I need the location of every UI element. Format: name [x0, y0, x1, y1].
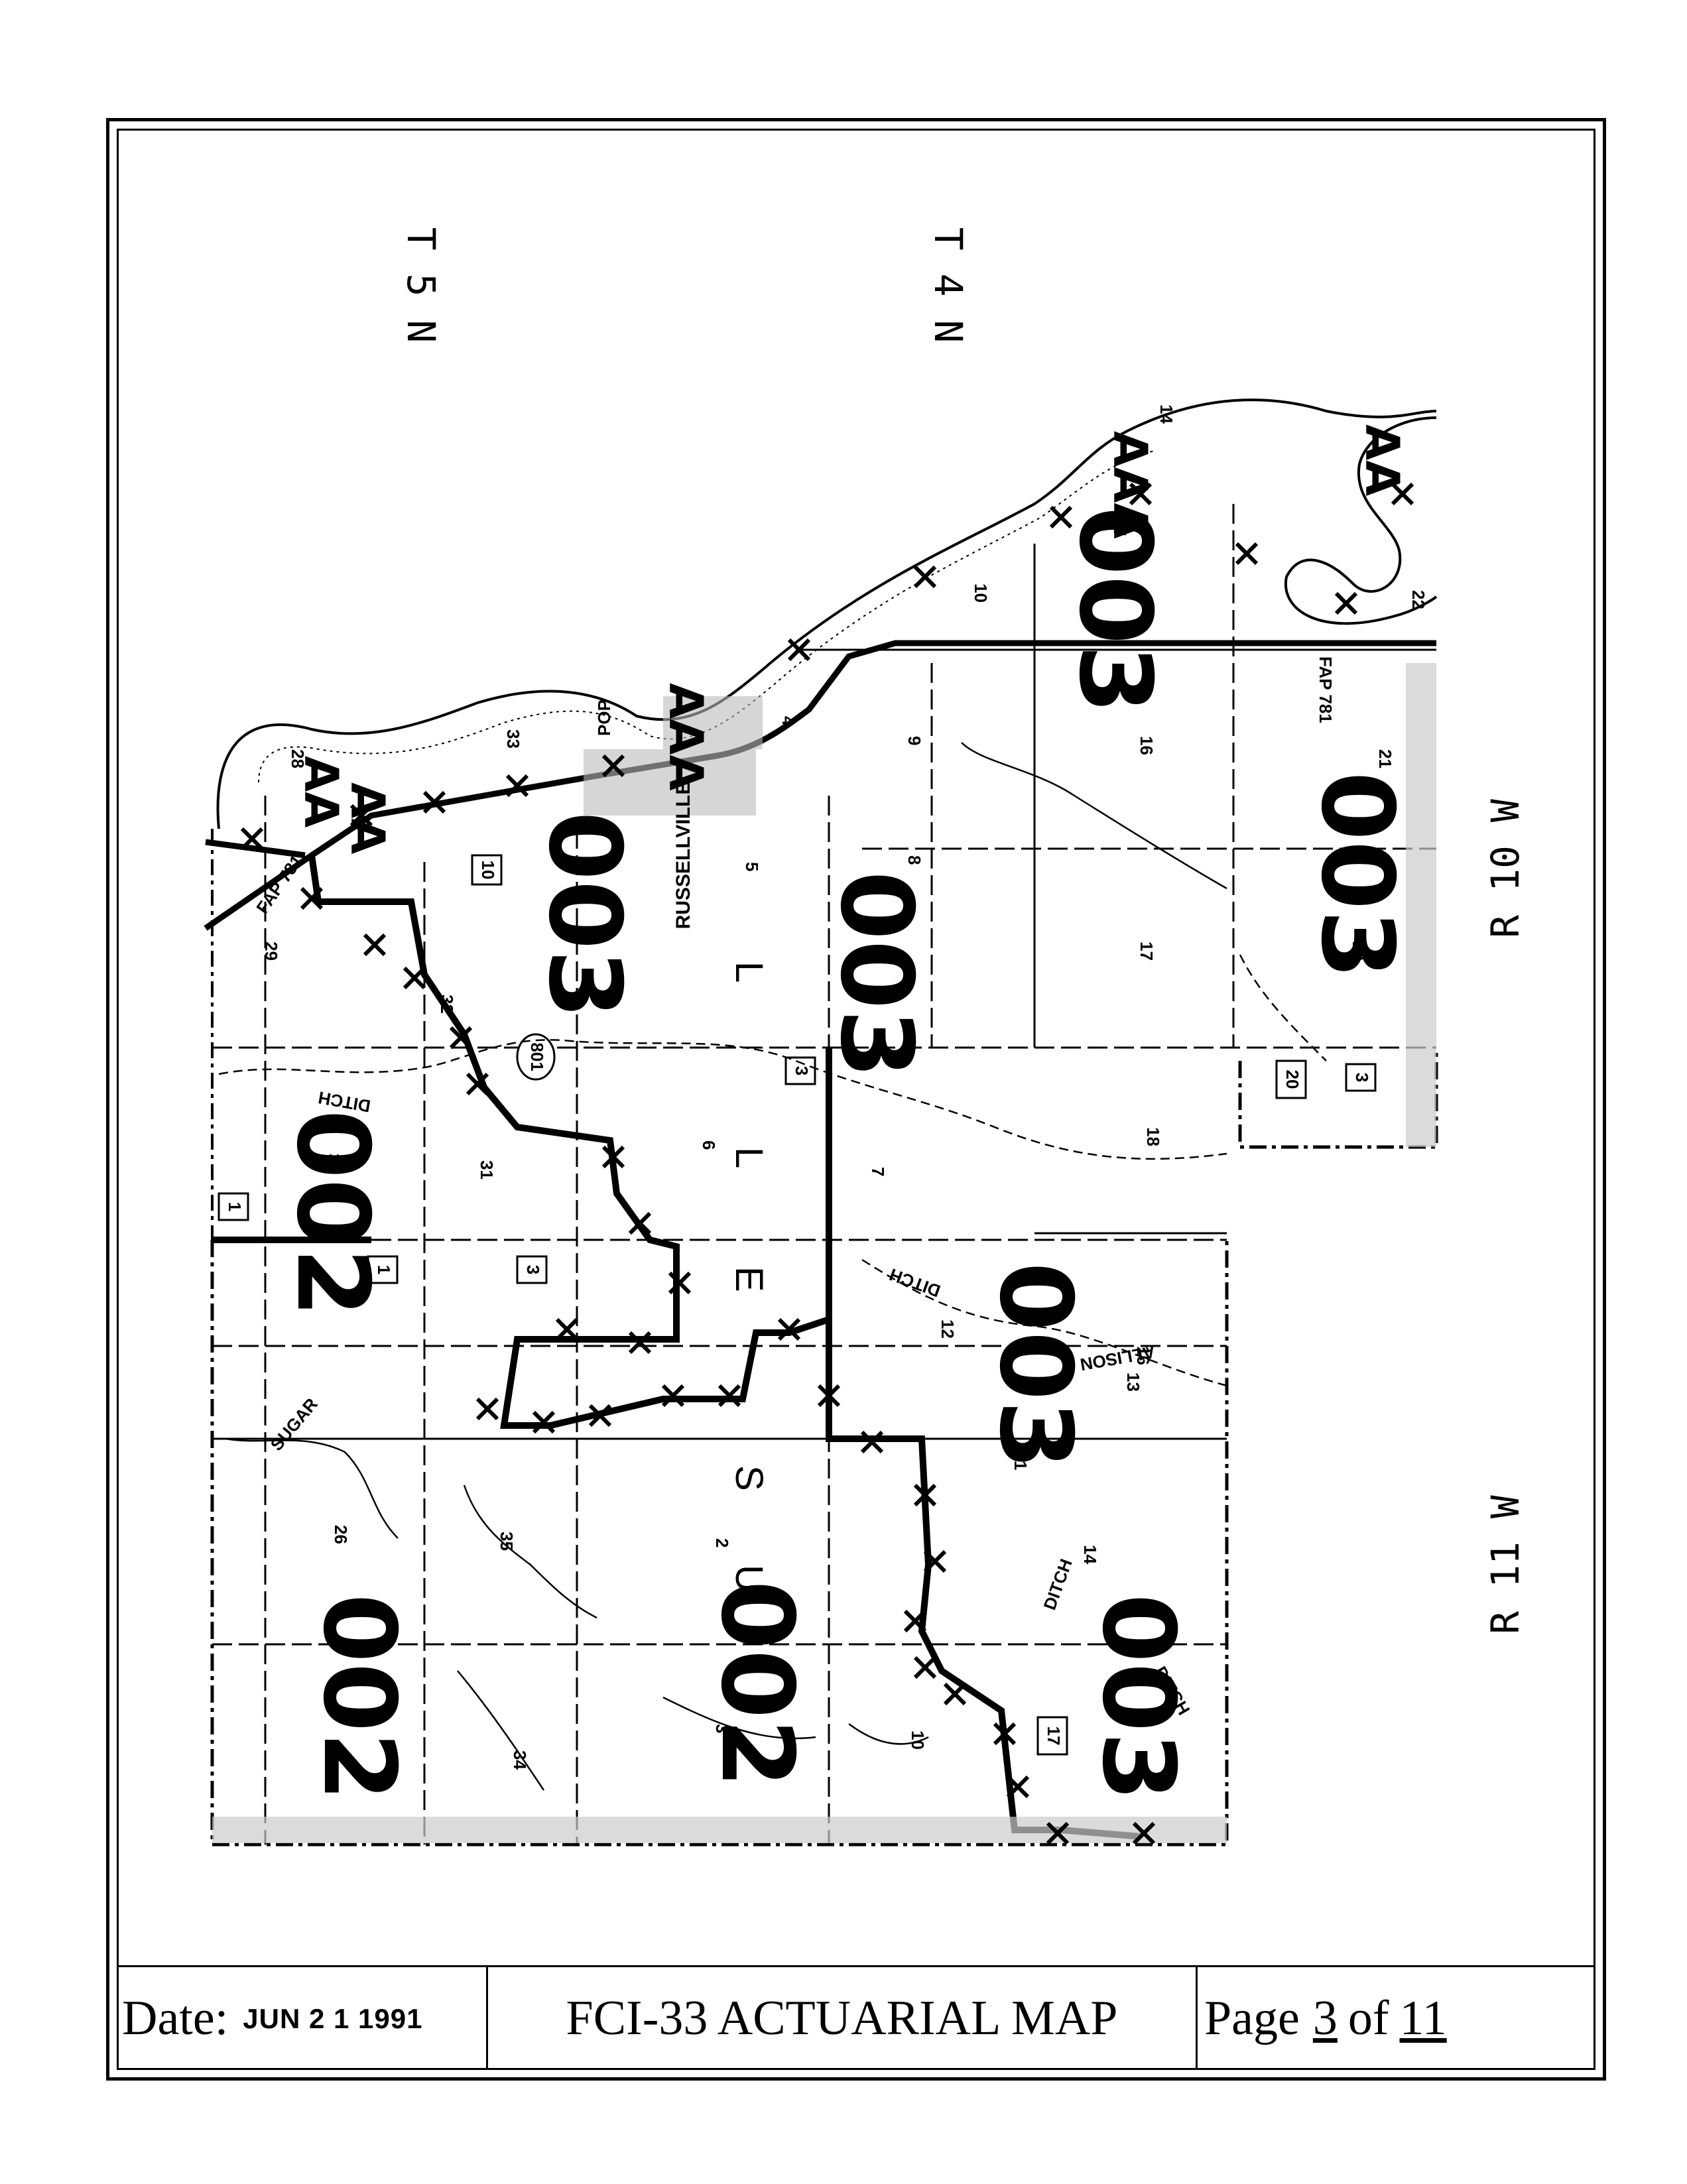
map-title: FCI-33 ACTUARIAL MAP [488, 1967, 1198, 2070]
county-letter-4: S [727, 1465, 771, 1491]
range-label-lower: R 11 W [1483, 1495, 1528, 1634]
zone-label-6: 003 [818, 871, 934, 1078]
route-shield-5: 10 [478, 861, 498, 880]
date-cell: Date: JUN 2 1 1991 [117, 1967, 488, 2070]
zone-label-2: 002 [301, 1593, 416, 1801]
river-bank-north [216, 398, 1437, 829]
outer-frame [106, 118, 1606, 2081]
page-number: 3 [1312, 1991, 1338, 2045]
section-num-12: 14 [1156, 404, 1176, 424]
road-label-fap-781-east: FAP 781 [1316, 656, 1336, 723]
crossing-marks [240, 482, 1414, 1845]
section-num-15: 20 [1349, 941, 1369, 961]
south-border-shading [212, 1817, 1227, 1843]
section-num-4: 4 [779, 716, 798, 726]
road-label-pop: POP [594, 699, 614, 736]
page-indicator: Page 3 of 11 [1198, 1967, 1595, 2070]
section-num-22: 26 [331, 1525, 351, 1544]
section-num-26: 12 [938, 1319, 958, 1339]
county-letter-3: E [727, 1266, 771, 1292]
route-shield-8: 17 [1044, 1727, 1064, 1746]
zone-label-10: 003 [1080, 1593, 1196, 1801]
east-border-shading [1406, 663, 1436, 1147]
place-name-russellville: RUSSELLVILLE [672, 782, 694, 930]
route-shield-1: 1 [225, 1202, 245, 1211]
stage-mark-5: AA [1355, 424, 1409, 496]
stage-marks: AA AA AAA AAA AA [294, 424, 1409, 854]
section-num-21: 32 [437, 995, 457, 1014]
zone-label-3: 002 [699, 1580, 814, 1788]
route-shield-4: 3 [792, 1066, 812, 1075]
section-num-13: 22 [1408, 590, 1428, 609]
section-num-2: 28 [288, 749, 308, 768]
zone-label-8: 003 [1299, 771, 1414, 979]
road-label-ditch-2: DITCH [887, 1264, 943, 1301]
section-num-20: 18 [1143, 1127, 1163, 1146]
section-num-9: 9 [905, 736, 924, 745]
road-label-ditch-3: DITCH [1039, 1556, 1076, 1612]
zone-numbers: 002 002 002 002 003 003 003 003 003 003 … [275, 506, 1414, 1801]
section-num-16: 30 [324, 1154, 344, 1173]
county-letter-5: U [727, 1565, 771, 1593]
county-letter-1: L [727, 961, 771, 983]
page-of-label: of [1347, 1991, 1389, 2045]
route-shield-9: 801 [527, 1042, 547, 1071]
zone-boundary-line [308, 855, 1141, 1840]
river-east-bend [1284, 416, 1438, 625]
date-label: Date: [122, 1991, 229, 2045]
township-label-right: T 4 N [926, 227, 971, 343]
town-shaded-area [584, 749, 756, 816]
section-num-28: 14 [1080, 1545, 1100, 1564]
stage-mark-3: AAA [658, 683, 713, 791]
section-numbers: 29 28 33 4 5 8 17 16 9 10 15 14 22 21 20… [261, 404, 1428, 1770]
zone-label-5: 003 [527, 811, 642, 1018]
route-shield-7: 3 [1352, 1073, 1372, 1082]
section-num-14: 21 [1375, 749, 1395, 768]
section-num-8: 16 [1137, 736, 1156, 755]
zone-label-7: 003 [1057, 506, 1172, 713]
streams [218, 742, 1327, 1791]
date-stamp: JUN 2 1 1991 [243, 2002, 423, 2034]
zone-label-9: 003 [977, 1262, 1093, 1469]
range-label-upper: R 10 W [1483, 799, 1528, 938]
zone-boundary-north [212, 1048, 832, 1319]
section-num-1: 29 [261, 941, 281, 961]
section-num-23: 35 [497, 1532, 517, 1551]
route-shield-3: 3 [523, 1265, 543, 1274]
section-num-27: 13 [1123, 1372, 1143, 1392]
section-num-11: 15 [1110, 517, 1130, 536]
section-num-19: 7 [868, 1167, 888, 1176]
section-num-3: 33 [503, 729, 523, 749]
section-num-25: 11 [1011, 1452, 1031, 1471]
section-num-18: 6 [699, 1140, 719, 1150]
highway-west-branch [205, 839, 306, 859]
stage-mark-1: AA [294, 756, 348, 827]
town-shaded-area-2 [663, 696, 763, 749]
section-num-6: 8 [905, 855, 924, 865]
section-num-17: 31 [477, 1160, 497, 1180]
section-num-5: 5 [742, 862, 762, 871]
section-num-10: 10 [971, 583, 991, 603]
stage-mark-2: AA [340, 782, 395, 854]
township-label-left: T 5 N [399, 227, 444, 343]
county-letter-2: L [727, 1147, 771, 1168]
page-label: Page [1204, 1991, 1300, 2045]
section-num-31: 10 [908, 1730, 928, 1750]
zone-label-1: 002 [275, 1109, 390, 1317]
section-num-24: 2 [712, 1538, 732, 1547]
road-label-fap-781-west: FAP 781 [252, 851, 306, 918]
route-shields: 1 1 3 3 10 20 3 17 801 [218, 854, 1377, 1756]
inner-frame [117, 129, 1595, 2070]
route-shield-2: 1 [374, 1265, 394, 1274]
route-shield-6: 20 [1282, 1070, 1302, 1089]
page-total: 11 [1399, 1991, 1447, 2045]
title-block: Date: JUN 2 1 1991 FCI-33 ACTUARIAL MAP … [117, 1965, 1595, 2070]
section-num-7: 17 [1137, 941, 1156, 961]
